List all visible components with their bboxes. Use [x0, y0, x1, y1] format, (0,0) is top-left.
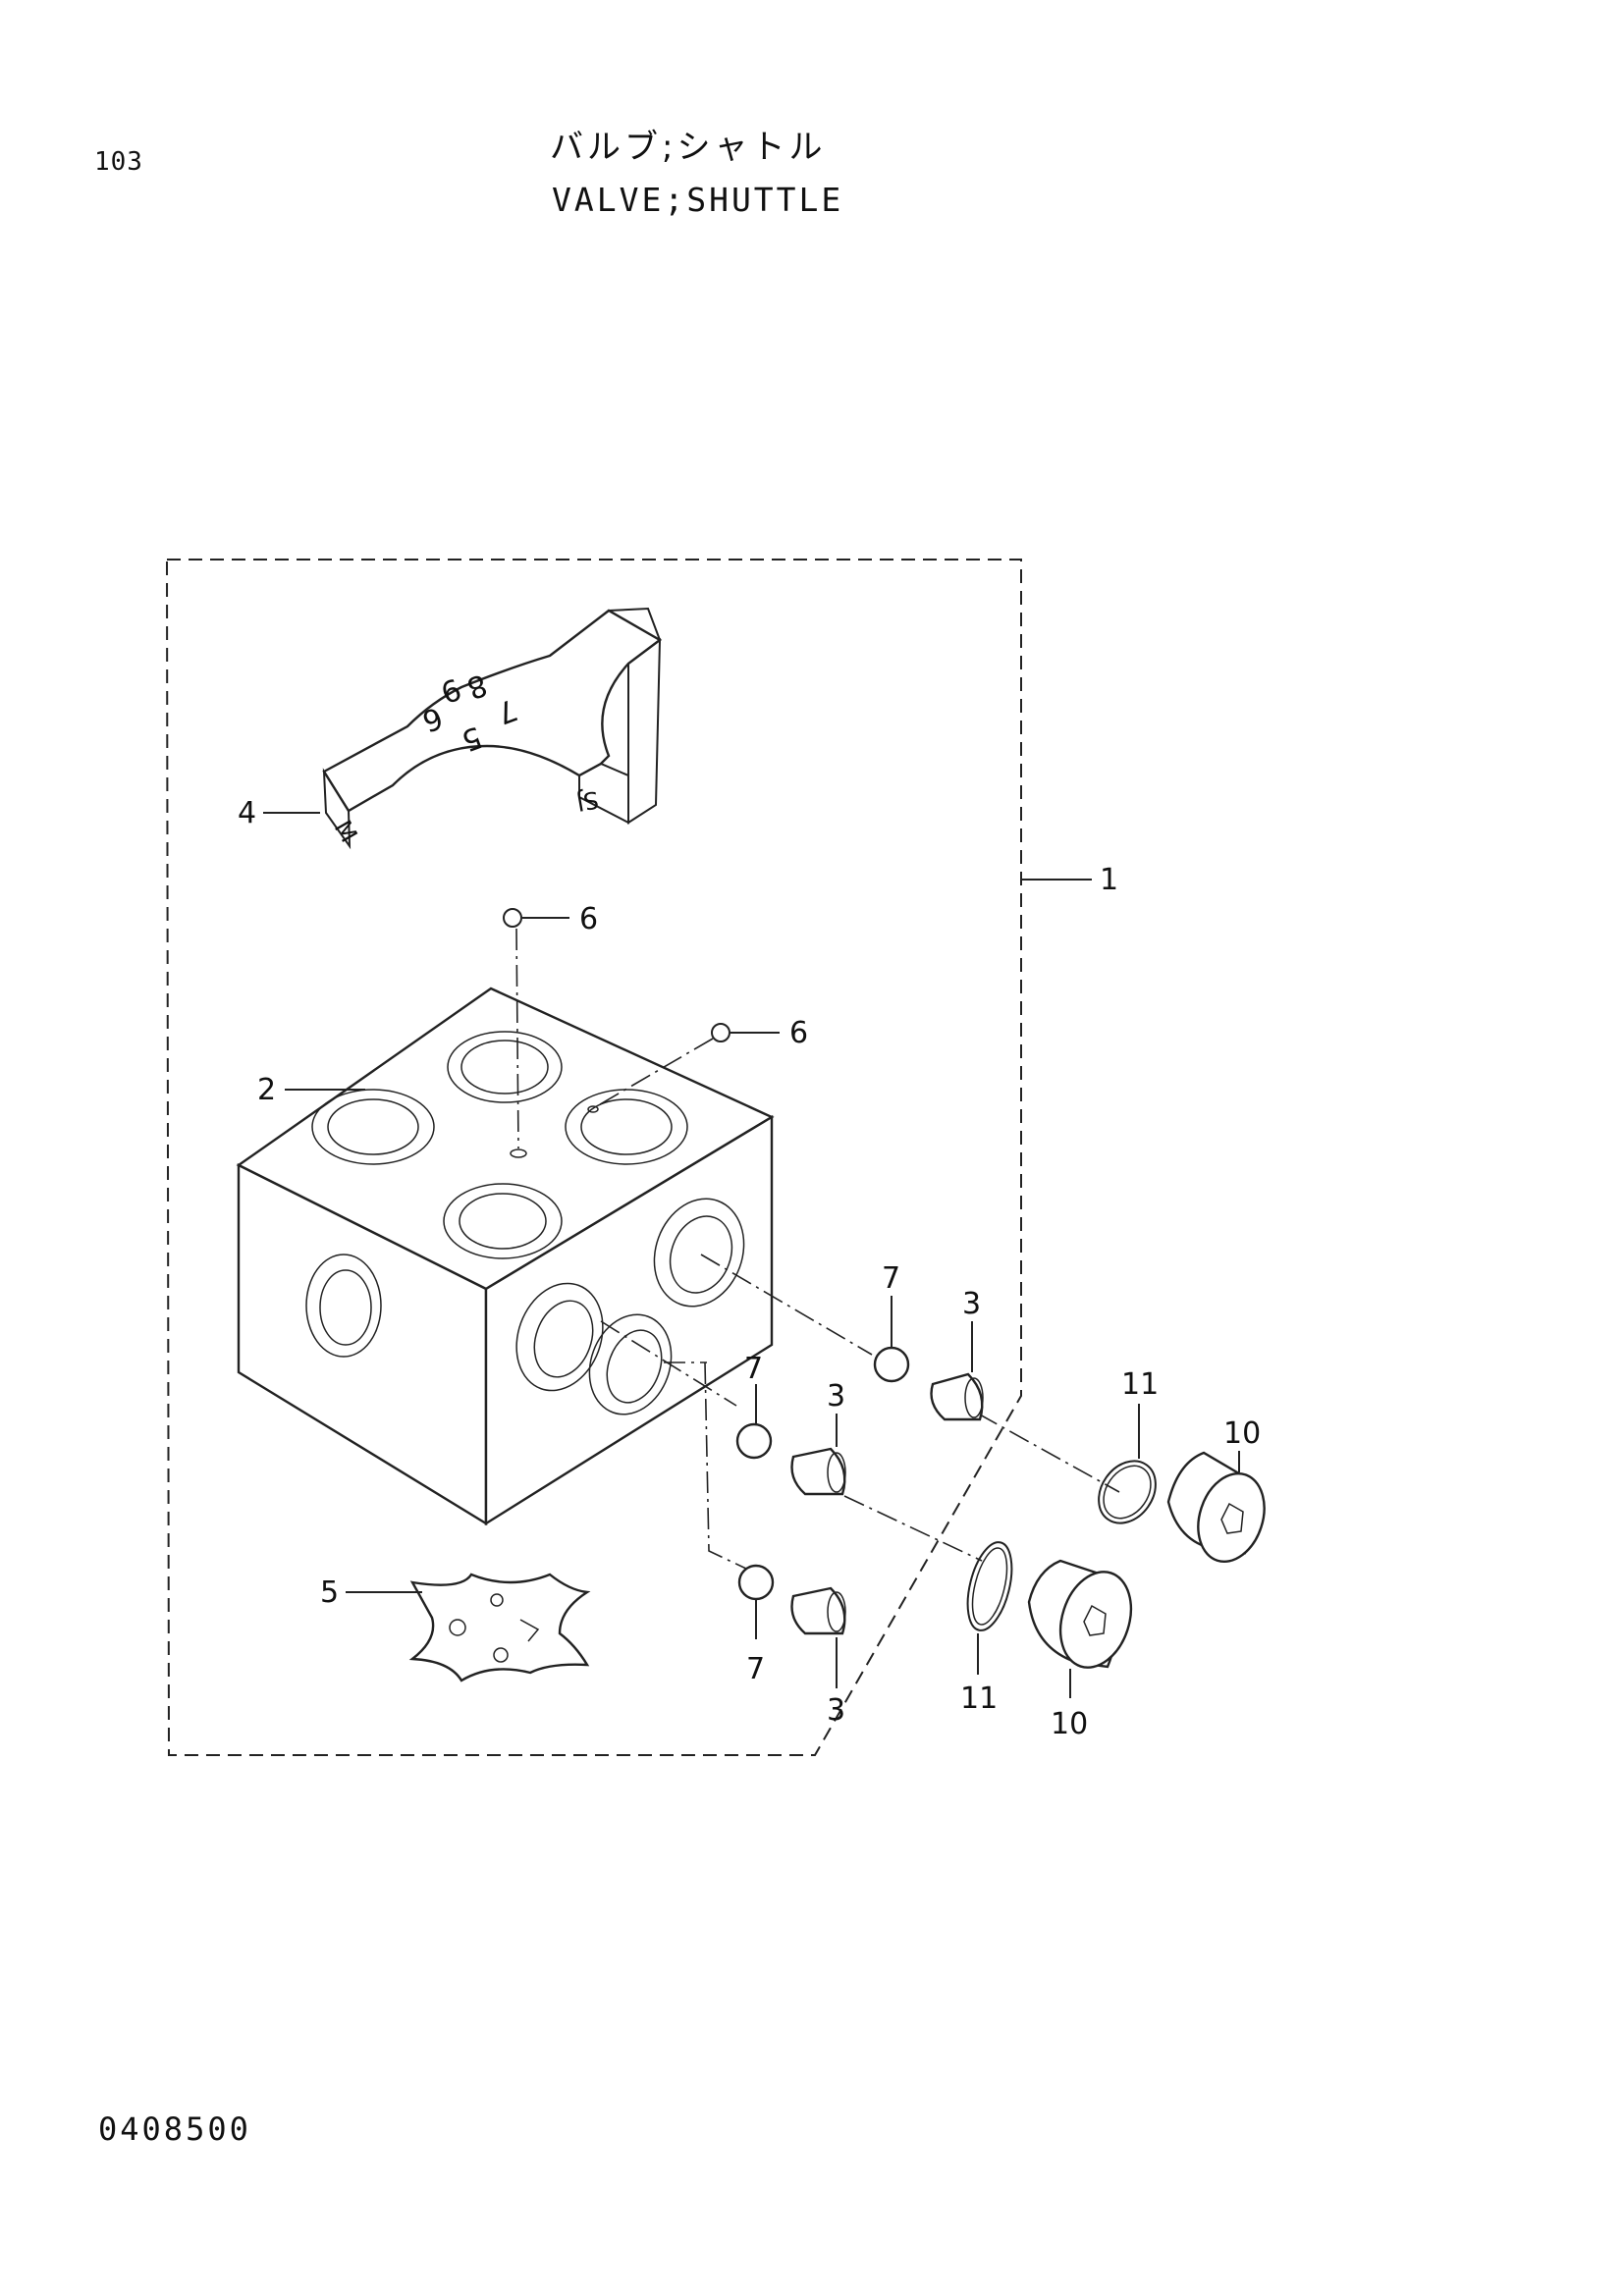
part-3-seat-c: 3 [790, 1586, 846, 1728]
document-code: 0408500 [98, 2110, 251, 2148]
svg-text:3: 3 [827, 1693, 845, 1728]
svg-text:4: 4 [238, 796, 256, 830]
part-10-plug-b: 10 [1027, 1559, 1133, 1741]
part-7-ball-c: 7 [737, 1564, 775, 1686]
plate-tab-m: M [329, 816, 363, 847]
svg-text:10: 10 [1051, 1707, 1088, 1741]
part-5-plate: 5 [320, 1573, 591, 1682]
svg-text:5: 5 [320, 1575, 339, 1610]
part-3-seat-b: 3 [790, 1379, 846, 1496]
svg-text:1: 1 [1100, 863, 1118, 897]
svg-text:6: 6 [789, 1016, 808, 1050]
part-4-plate: 9 8 7 5 6 M SJ [322, 607, 663, 850]
plate-tab-sj: SJ [574, 785, 601, 816]
part-10-plug-a: 10 [1166, 1416, 1266, 1564]
svg-text:3: 3 [962, 1287, 981, 1321]
svg-text:7: 7 [746, 1652, 765, 1686]
part-6-oring-side: 6 [594, 1016, 808, 1108]
part-6-oring-top: 6 [503, 902, 598, 1149]
page-number: 103 [94, 147, 143, 177]
part-7-ball-a: 7 [873, 1261, 910, 1383]
svg-text:7: 7 [744, 1352, 763, 1386]
callout-2: 2 [257, 1073, 365, 1107]
assembly-boundary [165, 559, 1022, 1756]
svg-text:11: 11 [960, 1682, 998, 1716]
svg-text:10: 10 [1223, 1416, 1261, 1451]
svg-text:11: 11 [1121, 1367, 1159, 1402]
title-japanese: バルブ;シャトル [550, 128, 827, 167]
svg-text:3: 3 [827, 1379, 845, 1414]
svg-text:2: 2 [257, 1073, 276, 1107]
callout-4: 4 [238, 796, 320, 830]
part-11-oring-b: 11 [960, 1541, 1013, 1716]
part-3-seat-a: 3 [930, 1287, 984, 1421]
part-11-oring-a: 11 [1098, 1367, 1159, 1524]
svg-text:7: 7 [882, 1261, 900, 1296]
svg-text:6: 6 [579, 902, 598, 936]
part-7-ball-b: 7 [735, 1352, 773, 1460]
part-2-valve-body [236, 987, 775, 1526]
port-centerlines [600, 1254, 1120, 1570]
title-english: VALVE;SHUTTLE [552, 181, 844, 219]
callout-1: 1 [1021, 863, 1118, 897]
